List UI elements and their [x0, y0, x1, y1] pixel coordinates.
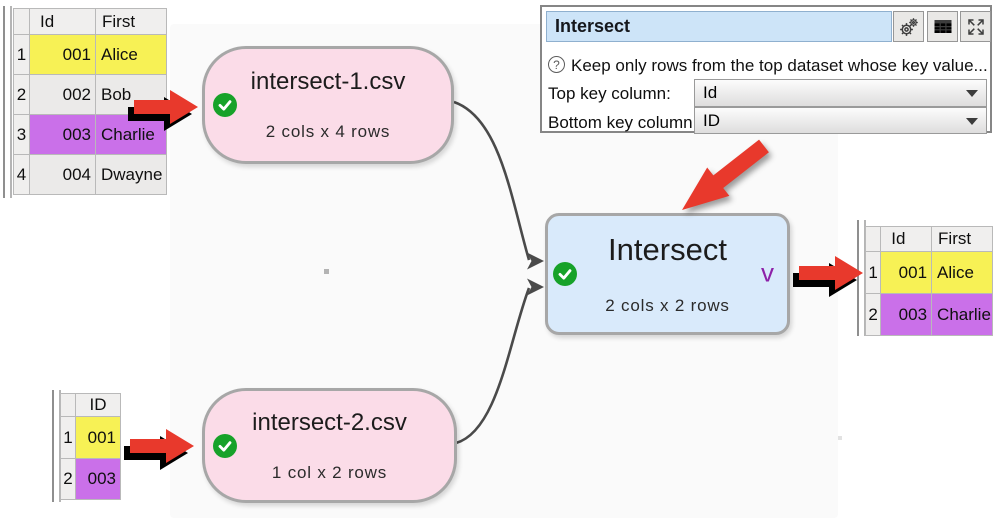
row-number[interactable]: 2 [60, 458, 76, 500]
cell[interactable]: Dwayne [95, 154, 167, 195]
cell[interactable]: Alice [95, 34, 167, 75]
settings-button[interactable] [893, 11, 924, 42]
cell[interactable]: 003 [29, 114, 96, 155]
cell[interactable]: 001 [29, 34, 96, 75]
node-title: intersect-2.csv [252, 408, 407, 436]
corner-cell[interactable] [864, 226, 882, 252]
question-circle-icon[interactable]: ? [548, 56, 565, 73]
column-header[interactable]: Id [29, 8, 96, 35]
transform-settings-panel: Intersect [540, 5, 992, 134]
expand-arrows-icon [967, 18, 984, 35]
input-table-1: Id First 1 001 Alice 2 002 Bob 3 003 Cha… [13, 8, 167, 195]
row-number[interactable]: 3 [13, 114, 30, 155]
node-size-label: 2 cols x 2 rows [605, 296, 730, 315]
check-circle-icon [553, 262, 577, 286]
column-header[interactable]: Id [880, 226, 933, 252]
top-key-value: Id [703, 83, 718, 102]
red-arrow-panel-to-node [682, 139, 769, 211]
table-grid-icon [934, 20, 951, 33]
cell[interactable]: Charlie [95, 114, 167, 155]
transform-description: Keep only rows from the top dataset whos… [571, 56, 987, 75]
cell[interactable]: 003 [880, 293, 933, 336]
gear-pair-icon [899, 17, 918, 36]
node-title: Intersect [608, 232, 727, 267]
top-key-label: Top key column: [548, 84, 671, 103]
row-number[interactable]: 4 [13, 154, 30, 195]
input-table-2: ID 1 001 2 003 [60, 393, 121, 500]
caret-down-icon [966, 118, 978, 125]
node-size-label: 2 cols x 4 rows [265, 122, 391, 141]
canvas-grid-dot [324, 269, 329, 274]
red-arrow-to-output-table [793, 256, 863, 297]
corner-cell[interactable] [60, 393, 76, 417]
transform-name-field[interactable]: Intersect [546, 11, 892, 42]
row-number[interactable]: 1 [864, 251, 882, 294]
needs-update-marker: v [761, 257, 774, 288]
top-key-dropdown[interactable]: Id [694, 79, 987, 107]
red-arrow-to-intersect-2 [124, 429, 194, 470]
output-table: Id First 1 001 Alice 2 003 Charlie [864, 226, 993, 336]
node-intersect-1-csv[interactable]: intersect-1.csv 2 cols x 4 rows [202, 46, 454, 164]
cell[interactable]: 001 [880, 251, 933, 294]
cell[interactable]: 004 [29, 154, 96, 195]
canvas-grid-dot [838, 436, 842, 440]
cell[interactable]: Charlie [931, 293, 993, 336]
node-title: intersect-1.csv [250, 68, 406, 95]
column-header[interactable]: First [95, 8, 167, 35]
maximize-button[interactable] [960, 11, 991, 42]
node-intersect-transform[interactable]: Intersect 2 cols x 2 rows v [545, 213, 790, 335]
cell[interactable]: 002 [29, 74, 96, 115]
row-number[interactable]: 1 [13, 34, 30, 75]
column-header[interactable]: ID [75, 393, 121, 417]
cell[interactable]: Alice [931, 251, 993, 294]
node-size-label: 1 col x 2 rows [271, 462, 388, 482]
cell[interactable]: 001 [75, 416, 121, 459]
row-number[interactable]: 2 [864, 293, 882, 336]
row-number[interactable]: 1 [60, 416, 76, 459]
red-arrow-to-intersect-1 [128, 90, 198, 131]
bottom-key-dropdown[interactable]: ID [694, 107, 987, 134]
corner-cell[interactable] [13, 8, 30, 35]
window-edge [3, 6, 12, 198]
bottom-key-value: ID [703, 111, 720, 130]
node-intersect-2-csv[interactable]: intersect-2.csv 1 col x 2 rows [202, 388, 457, 503]
cell[interactable]: 003 [75, 458, 121, 500]
check-circle-icon [213, 93, 237, 117]
table-view-button[interactable] [927, 11, 958, 42]
bottom-key-label: Bottom key column: [548, 113, 698, 132]
check-circle-icon [213, 433, 237, 458]
caret-down-icon [966, 90, 978, 97]
column-header[interactable]: First [931, 226, 993, 252]
row-number[interactable]: 2 [13, 74, 30, 115]
